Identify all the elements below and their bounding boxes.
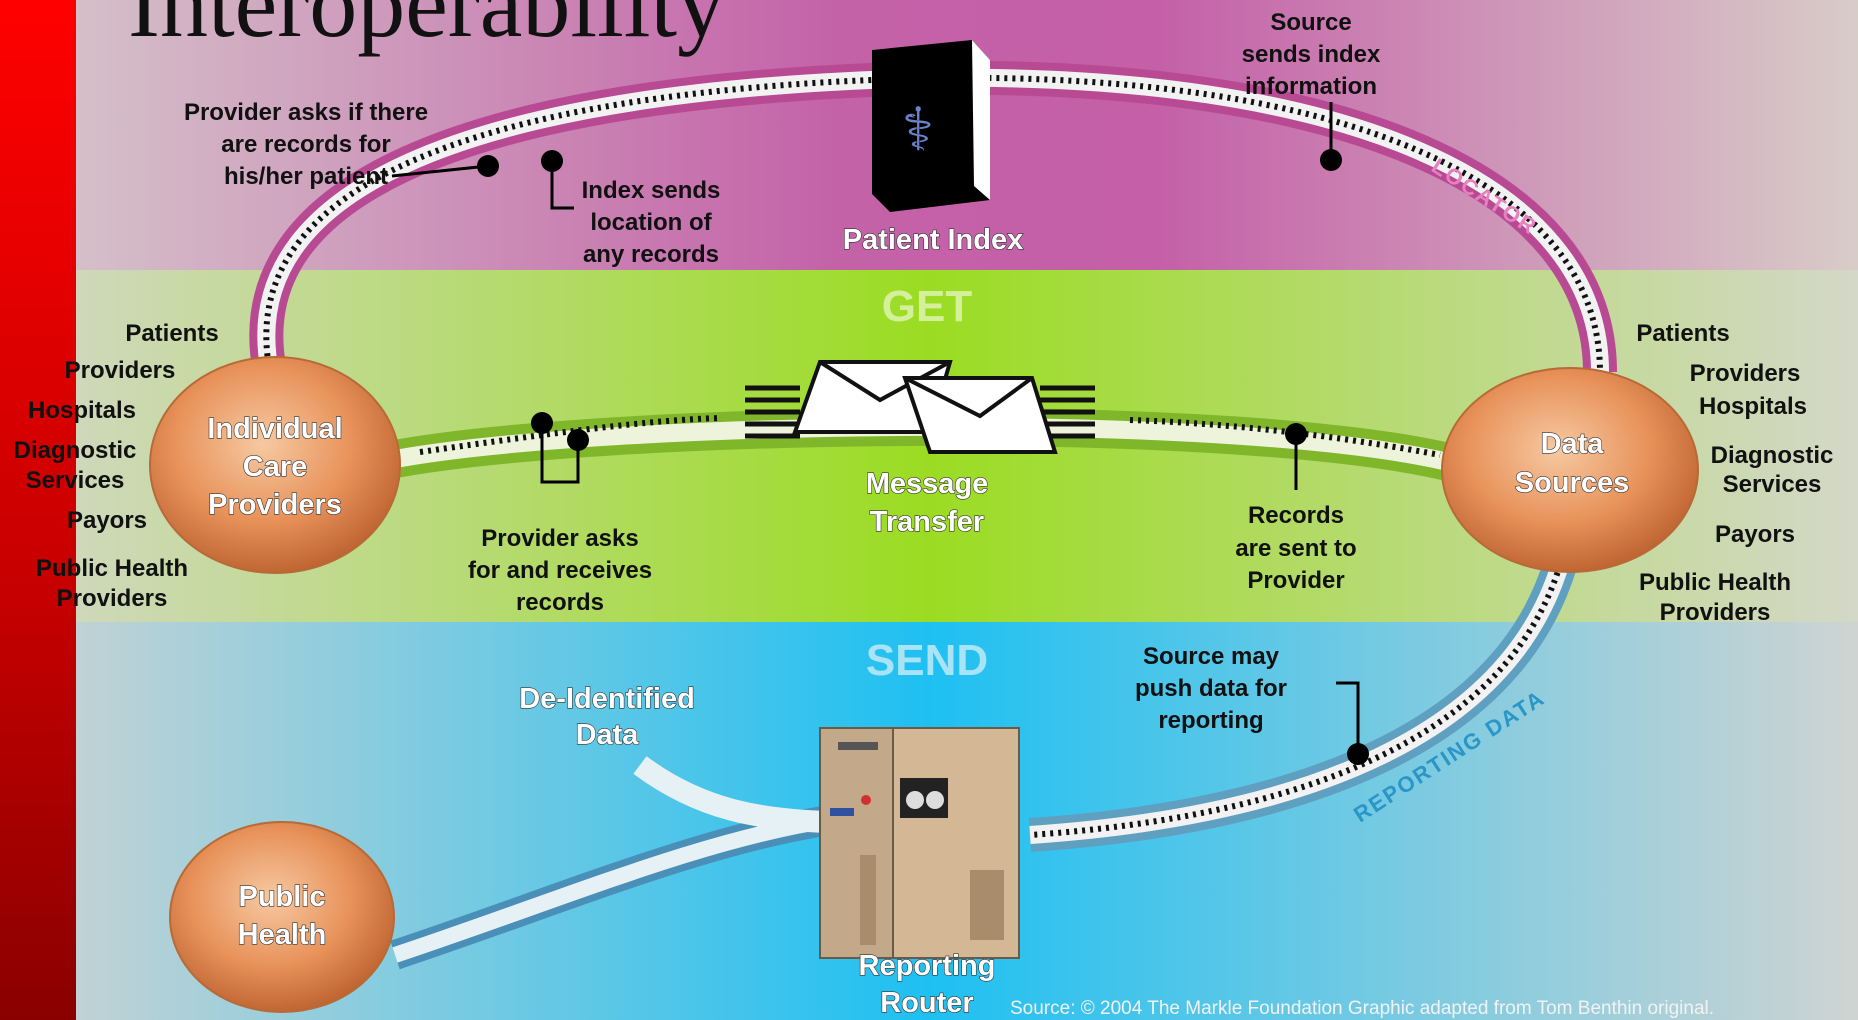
individual-care-label-1: Individual (207, 413, 342, 445)
note-provider-asks-2: are records for (221, 131, 390, 158)
public-health-label-1: Public (238, 881, 325, 913)
note-provider-receives-1: Provider asks (481, 525, 638, 552)
note-source-sends-index-3: information (1245, 73, 1377, 100)
note-source-sends-index-2: sends index (1242, 41, 1381, 68)
note-source-push-2: push data for (1135, 675, 1287, 702)
deidentified-label-1: De-Identified (519, 683, 695, 715)
public-health-node (170, 822, 394, 1012)
reporting-router-label-1: Reporting (859, 950, 996, 982)
source-credit: Source: © 2004 The Markle Foundation Gra… (1010, 998, 1714, 1019)
right-entity-providers: Providers (1690, 360, 1801, 387)
red-side-bar (0, 0, 76, 1020)
note-provider-receives-2: for and receives (468, 557, 652, 584)
individual-care-label-2: Care (243, 451, 308, 483)
left-entity-providers: Providers (65, 357, 176, 384)
patient-index-book: ⚕ (872, 40, 990, 212)
server-icon (820, 728, 1019, 958)
left-entity-public-health: Public Health (36, 555, 188, 582)
reporting-router-label-2: Router (880, 987, 973, 1019)
right-entity-hospitals: Hospitals (1699, 393, 1807, 420)
right-entity-diagnostic: Diagnostic (1711, 442, 1834, 469)
note-provider-asks-1: Provider asks if there (184, 99, 428, 126)
left-entity-services: Services (26, 467, 125, 494)
note-source-push-3: reporting (1158, 707, 1263, 734)
message-transfer-label-1: Message (866, 468, 989, 500)
left-entity-patients: Patients (125, 320, 218, 347)
left-entity-diagnostic: Diagnostic (14, 437, 137, 464)
right-entity-payors: Payors (1715, 521, 1795, 548)
get-label: GET (882, 282, 973, 331)
right-entity-services: Services (1723, 471, 1822, 498)
page-title: Interoperability (128, 0, 725, 57)
right-entity-patients: Patients (1636, 320, 1729, 347)
note-source-sends-index-1: Source (1270, 9, 1351, 36)
data-sources-label-2: Sources (1515, 467, 1629, 499)
note-index-sends-3: any records (583, 241, 719, 268)
note-index-sends-1: Index sends (582, 177, 721, 204)
note-records-sent-3: Provider (1247, 567, 1344, 594)
data-sources-label-1: Data (1541, 428, 1605, 460)
individual-care-label-3: Providers (208, 489, 342, 521)
send-label: SEND (866, 636, 988, 685)
note-source-push-1: Source may (1143, 643, 1280, 670)
public-health-label-2: Health (238, 919, 327, 951)
left-entity-providers-2: Providers (57, 585, 168, 612)
deidentified-label-2: Data (576, 719, 640, 751)
svg-text:⚕: ⚕ (902, 96, 934, 163)
note-records-sent-2: are sent to (1235, 535, 1356, 562)
note-records-sent-1: Records (1248, 502, 1344, 529)
message-transfer-label-2: Transfer (870, 506, 984, 538)
right-entity-public-health: Public Health (1639, 569, 1791, 596)
patient-index-label: Patient Index (843, 224, 1024, 256)
left-entity-payors: Payors (67, 507, 147, 534)
right-entity-providers-2: Providers (1660, 599, 1771, 626)
note-provider-asks-3: his/her patient (224, 163, 388, 190)
left-entity-hospitals: Hospitals (28, 397, 136, 424)
note-provider-receives-3: records (516, 589, 604, 616)
note-index-sends-2: location of (590, 209, 712, 236)
